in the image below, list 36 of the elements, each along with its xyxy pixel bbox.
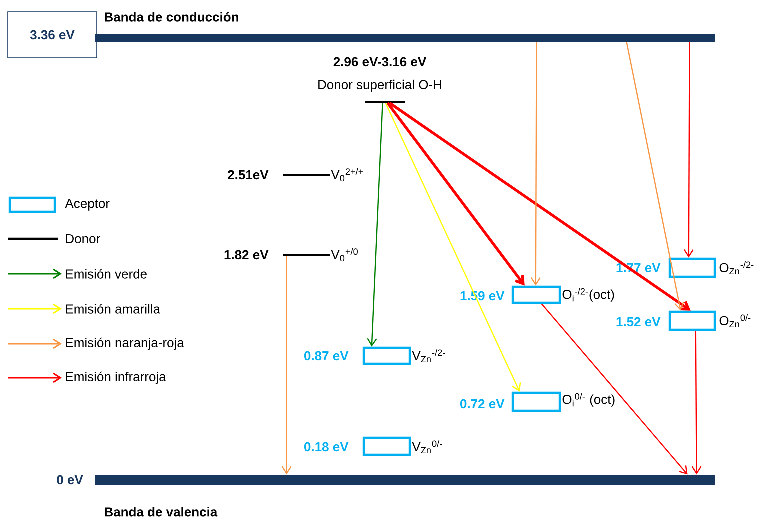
level-label: O$_{Zn}$-/2- <box>720 261 754 275</box>
band-label: Banda de valencia <box>105 507 218 517</box>
legend-label: Aceptor <box>65 199 110 211</box>
legend-label: Emisión amarilla <box>66 304 161 314</box>
arrow <box>692 331 702 475</box>
legend-label: Emisión naranja-roja <box>66 338 184 350</box>
level-label: V$_{0}$2+/+ <box>331 168 364 182</box>
arrow <box>367 103 384 347</box>
level-label: O$_{i}$$^{0/-}$ (oct) <box>562 393 615 407</box>
energy-label: 2.96 eV-3.16 eV <box>334 57 427 67</box>
arrow <box>282 256 292 475</box>
energy-label: 2.51eV <box>228 170 269 180</box>
level-label: Donor superficial O-H <box>318 80 442 92</box>
energy-label: 0.87 eV <box>304 351 349 361</box>
energy-label: 1.82 eV <box>224 250 269 260</box>
energy-label: 0.18 eV <box>304 442 349 452</box>
arrow <box>386 102 525 286</box>
arrow <box>684 42 694 258</box>
legend-label: Emisión infrarroja <box>66 372 166 384</box>
band-label: Banda de conducción <box>105 12 238 22</box>
arrow <box>626 42 684 311</box>
arrow <box>389 102 691 311</box>
arrow <box>541 304 688 475</box>
energy-label: 0 eV <box>57 475 84 485</box>
legend-label: Emisión verde <box>66 269 147 279</box>
energy-label: 1.52 eV <box>616 317 661 327</box>
energy-box: 3.36 eV <box>8 12 98 58</box>
arrow <box>530 42 541 286</box>
level-label: V$_{Zn}$0/- <box>412 440 442 454</box>
legend-label: Donor <box>66 234 100 244</box>
arrow <box>385 102 522 392</box>
level-label: O$_{Zn}$0/- <box>720 314 751 328</box>
energy-label: 0.72 eV <box>460 399 505 409</box>
level-label: V$_{Zn}$-/2- <box>412 349 446 363</box>
level-label: V$_{0}$+/0 <box>331 248 358 262</box>
level-label: O$_{i}$$^{-/2-}$(oct) <box>562 288 614 302</box>
